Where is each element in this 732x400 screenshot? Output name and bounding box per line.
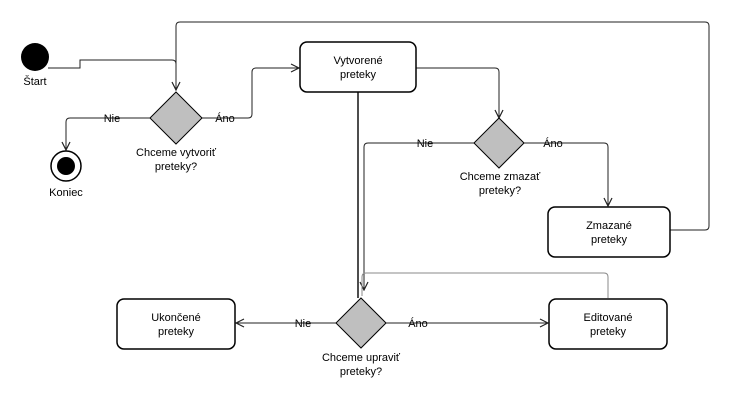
edge-vytvorit-no — [66, 117, 150, 150]
end-label: Koniec — [49, 187, 83, 199]
state-vytvorene — [299, 41, 417, 93]
edge-zmazat-yes — [524, 142, 608, 206]
decision-vytvorit — [149, 91, 203, 145]
edge-vytvorene-to-zmazat — [416, 67, 499, 118]
decision-zmazat-line1: Chceme zmazať — [460, 171, 541, 183]
edge-label-zmazat-no: Nie — [417, 138, 434, 150]
state-vytvorene-line1: Vytvorené — [333, 55, 382, 67]
decision-vytvorit-line1: Chceme vytvoriť — [136, 147, 217, 159]
edge-label-zmazat-yes: Áno — [543, 137, 563, 150]
start-node — [21, 43, 49, 71]
state-editovane-line2: preteky — [590, 326, 627, 338]
state-ukoncene-line1: Ukončené — [151, 312, 201, 324]
state-zmazane — [547, 206, 671, 258]
edge-editovane-loop — [361, 272, 609, 298]
state-editovane-line1: Editované — [584, 312, 633, 324]
decision-zmazat — [473, 117, 525, 169]
edge-zmazane-to-vytvorit — [176, 21, 710, 231]
state-zmazane-line1: Zmazané — [586, 220, 632, 232]
state-ukoncene-line2: preteky — [158, 326, 195, 338]
state-ukoncene — [116, 298, 236, 350]
decision-upravit-line1: Chceme upraviť — [322, 352, 401, 364]
decision-vytvorit-line2: preteky? — [155, 161, 197, 173]
edge-label-vytvorit-no: Nie — [104, 113, 121, 125]
edge-label-upravit-yes: Áno — [408, 317, 428, 330]
decision-zmazat-line2: preteky? — [479, 185, 521, 197]
state-editovane — [548, 298, 668, 350]
state-vytvorene-line2: preteky — [340, 69, 377, 81]
end-node-inner — [57, 157, 75, 175]
decision-upravit — [335, 297, 387, 349]
edge-label-upravit-no: Nie — [295, 318, 312, 330]
start-label: Štart — [23, 75, 46, 88]
decision-upravit-line2: preteky? — [340, 366, 382, 378]
edge-start-to-vytvorit — [48, 59, 177, 69]
edge-zmazat-no — [364, 142, 474, 290]
edge-label-vytvorit-yes: Áno — [215, 112, 235, 125]
state-zmazane-line2: preteky — [591, 234, 628, 246]
edge-vytvorit-yes — [202, 68, 299, 119]
